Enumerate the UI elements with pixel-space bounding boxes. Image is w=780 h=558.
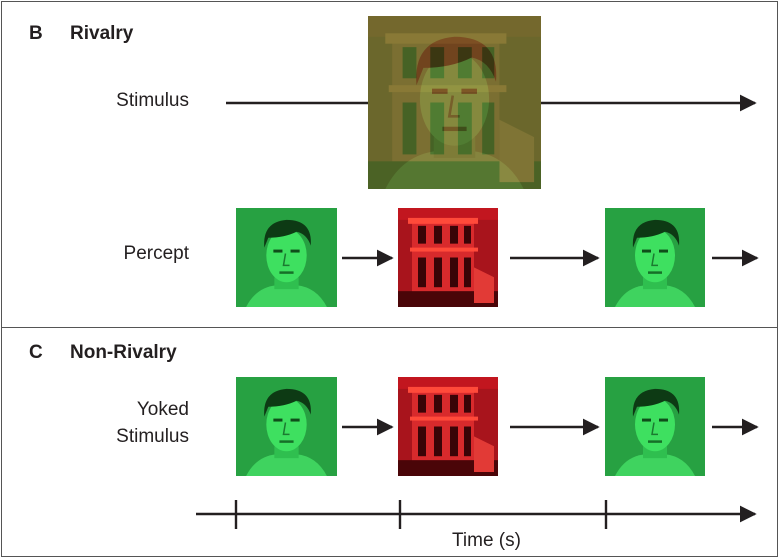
stimulus-label: Stimulus	[116, 90, 189, 111]
yoked-label-line1: Yoked	[136, 399, 189, 420]
panel-c-letter: C	[29, 342, 43, 363]
panel-non-rivalry: C Non-Rivalry Yoked Stimulus Time (s)	[1, 327, 778, 557]
panel-c-title: Non-Rivalry	[70, 342, 177, 363]
yoked-label-line2: Stimulus	[116, 426, 189, 447]
rivalry-stimulus-image	[368, 16, 541, 189]
percept-label: Percept	[123, 243, 189, 264]
time-axis-label: Time (s)	[452, 530, 521, 551]
panel-b-letter: B	[29, 23, 43, 44]
panel-b-title: Rivalry	[70, 23, 134, 44]
